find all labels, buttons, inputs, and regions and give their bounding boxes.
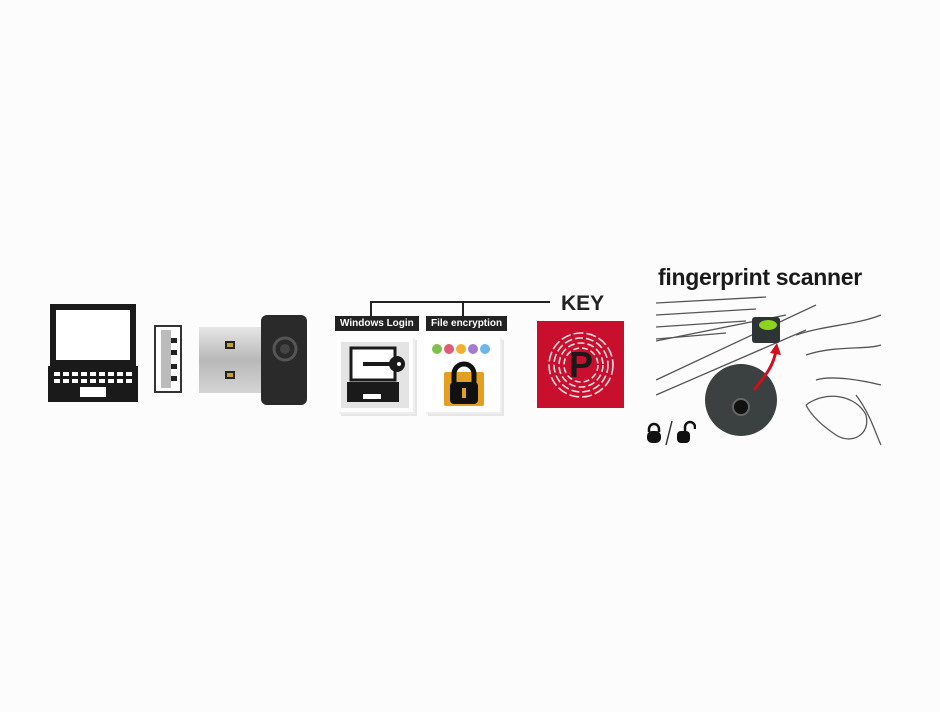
key-logo-letter: P	[569, 344, 593, 385]
locked-folder-icon	[444, 361, 484, 406]
slash-divider	[665, 420, 673, 446]
usb-fingerprint-key-device	[199, 315, 307, 405]
file-encryption-label: File encryption	[426, 316, 508, 331]
file-encryption-card: File encryption	[424, 316, 508, 412]
laptop-with-key-icon	[341, 342, 409, 408]
fingerprint-scanner-title: fingerprint scanner	[658, 264, 862, 290]
lock-icon	[647, 422, 661, 443]
file-types-icons	[432, 344, 490, 354]
windows-login-label: Windows Login	[335, 316, 419, 331]
fingerprint-scanner-illustration	[656, 296, 882, 446]
usb-port-icon	[154, 325, 182, 393]
unlock-icon	[677, 420, 696, 443]
fingerprint-key-logo: P	[537, 321, 624, 408]
windows-login-card: Windows Login	[333, 316, 419, 412]
laptop-icon	[48, 304, 138, 402]
key-label: KEY	[561, 292, 605, 315]
